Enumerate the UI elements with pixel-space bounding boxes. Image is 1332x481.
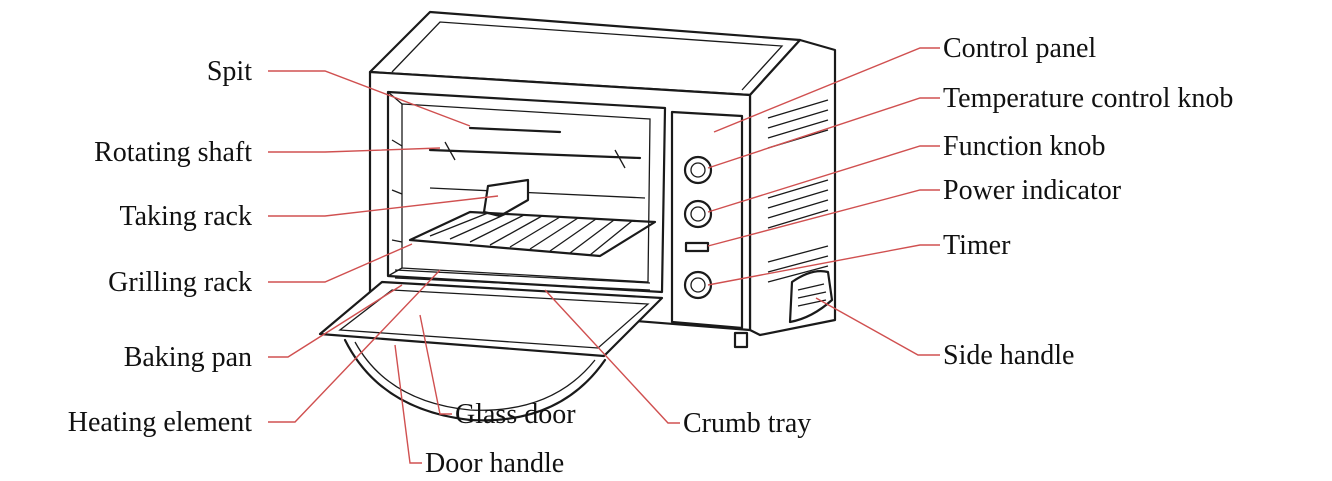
taking-rack-item [482, 178, 530, 218]
function-knob-shape [683, 199, 713, 229]
callout-lines [268, 47, 940, 464]
label-temperature-control-knob: Temperature control knob [943, 83, 1233, 114]
label-rotating-shaft: Rotating shaft [94, 137, 252, 168]
side-handle-shape [788, 270, 834, 324]
door-handle-shape [343, 338, 607, 422]
label-function-knob: Function knob [943, 131, 1106, 162]
side-vents [767, 99, 829, 283]
labels: Spit Rotating shaft Taking rack Grilling… [68, 33, 1234, 479]
rotating-shaft-rod [428, 148, 642, 160]
temperature-knob-shape [683, 155, 713, 185]
label-crumb-tray: Crumb tray [683, 408, 811, 439]
callout-grilling-rack [268, 243, 413, 283]
callout-spit [268, 70, 471, 127]
label-power-indicator: Power indicator [943, 175, 1122, 206]
callout-crumb-tray [544, 289, 680, 424]
taking-rack-bar [429, 187, 646, 199]
label-side-handle: Side handle [943, 340, 1074, 371]
callout-glass-door [419, 314, 452, 415]
spit-rod [468, 126, 562, 134]
label-taking-rack: Taking rack [119, 201, 252, 232]
callout-control-panel [713, 47, 940, 133]
label-grilling-rack: Grilling rack [108, 267, 252, 298]
callout-function-knob [707, 145, 940, 213]
label-glass-door: Glass door [455, 399, 576, 430]
callout-baking-pan [268, 284, 403, 358]
power-indicator-shape [684, 241, 710, 253]
label-control-panel: Control panel [943, 33, 1096, 64]
label-baking-pan: Baking pan [124, 342, 252, 373]
callout-timer [707, 244, 940, 286]
callout-heating-element [268, 269, 441, 423]
grilling-rack-shape [408, 210, 657, 258]
oven-cavity [386, 90, 667, 294]
label-spit: Spit [207, 56, 252, 87]
oven-front [368, 70, 752, 332]
oven-foot [733, 331, 749, 349]
callout-door-handle [394, 344, 422, 464]
callout-side-handle [815, 297, 940, 356]
callout-power-indicator [707, 189, 940, 247]
label-timer: Timer [943, 230, 1011, 261]
callout-temperature-control-knob [707, 97, 940, 169]
callout-taking-rack [268, 195, 499, 217]
timer-knob-shape [683, 270, 713, 300]
label-door-handle: Door handle [425, 448, 564, 479]
oven-illustration [318, 10, 837, 422]
label-heating-element: Heating element [68, 407, 252, 438]
callout-rotating-shaft [268, 147, 441, 153]
